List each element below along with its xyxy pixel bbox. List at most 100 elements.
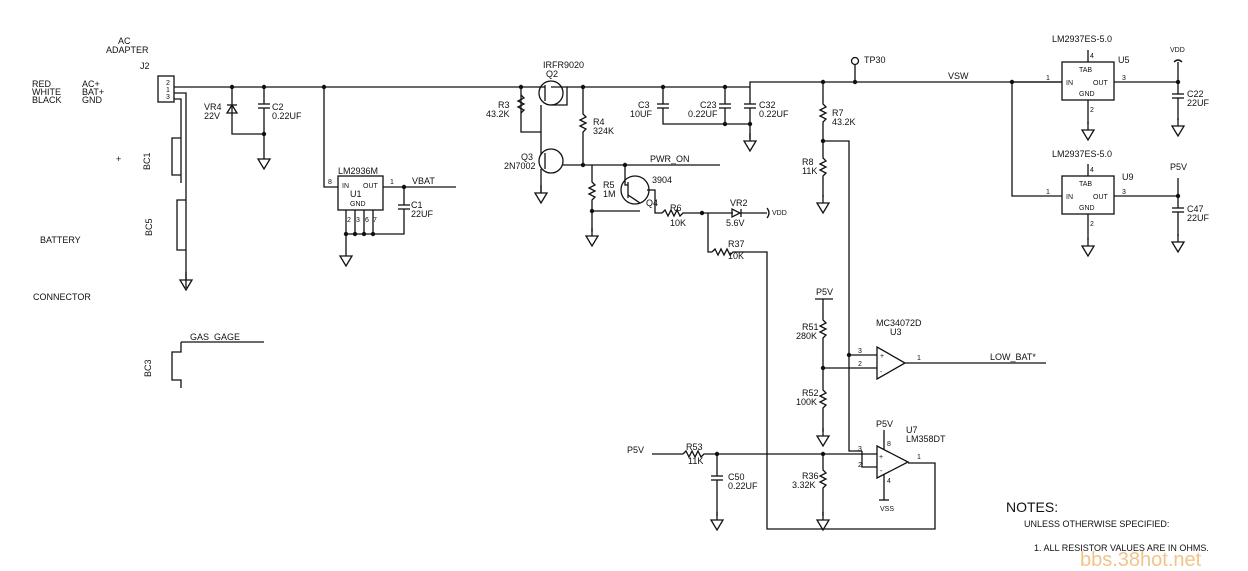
r53-value: 11K xyxy=(688,456,703,466)
capacitor-c23 xyxy=(719,87,731,124)
r53-ref: R53 xyxy=(686,442,703,452)
c22-ref: C22 xyxy=(1187,89,1204,99)
u7-ref: U7 xyxy=(906,425,918,435)
battery-contact-bc3 xyxy=(171,341,264,388)
capacitor-c32 xyxy=(744,87,756,139)
u1-pin-gnd-b: 3 xyxy=(356,217,360,224)
gas-gage-label: GAS_GAGE xyxy=(190,332,240,342)
u9-part: LM2937ES-5.0 xyxy=(1052,149,1112,159)
ground-symbol xyxy=(534,184,548,204)
c23-value: 0.22UF xyxy=(688,109,718,119)
r51-value: 280K xyxy=(796,331,817,341)
notes-title: NOTES: xyxy=(1006,499,1058,515)
u3-part: MC34072D xyxy=(876,318,922,328)
r52-ref: R52 xyxy=(802,388,819,398)
c1-value: 22UF xyxy=(411,209,434,219)
u7-minus-sign: - xyxy=(880,468,883,475)
c32-value: 0.22UF xyxy=(759,109,789,119)
vr2-value: 5.6V xyxy=(726,218,745,228)
u1-in-label: IN xyxy=(342,183,349,190)
bc3-ref: BC3 xyxy=(143,359,153,377)
c22-value: 22UF xyxy=(1187,98,1210,108)
r8-ref: R8 xyxy=(802,157,814,167)
vdd-label: VDD xyxy=(772,210,787,217)
c50-ref: C50 xyxy=(728,472,745,482)
battery-label: BATTERY xyxy=(40,235,81,245)
u9-out-label: OUT xyxy=(1093,194,1109,201)
mosfet-q2 xyxy=(535,80,568,106)
bat-plus-label: BAT+ xyxy=(82,87,104,97)
regulator-u5 xyxy=(1061,50,1178,124)
u1-pin-gnd-a: 2 xyxy=(347,217,351,224)
u7-pin-minus: 2 xyxy=(858,462,862,469)
capacitor-c50 xyxy=(711,454,723,516)
vsw-label: VSW xyxy=(948,71,969,81)
capacitor-c47 xyxy=(1172,196,1184,236)
wire-white-label: WHITE xyxy=(32,87,61,97)
u9-gnd-label: GND xyxy=(1079,205,1095,212)
tp30-label: TP30 xyxy=(864,55,886,65)
c3-value: 10UF xyxy=(630,109,653,119)
u7-pin-plus: 3 xyxy=(858,446,862,453)
r7-value: 43.2K xyxy=(832,117,856,127)
u7-part: LM358DT xyxy=(906,434,946,444)
r36-value: 3.32K xyxy=(792,480,816,490)
u5-gnd-label: GND xyxy=(1079,91,1095,98)
battery-contact-bc5 xyxy=(176,199,186,251)
resistor-r37 xyxy=(711,247,936,530)
opamp-u7 xyxy=(861,430,910,500)
q2-part: IRFR9020 xyxy=(543,60,584,70)
resistor-r4 xyxy=(578,87,588,147)
ground-symbol xyxy=(585,227,599,247)
r3-ref: R3 xyxy=(498,100,510,110)
u3-pin-plus: 3 xyxy=(858,348,862,355)
r6-value: 10K xyxy=(670,218,686,228)
u9-pin-tab: 4 xyxy=(1090,167,1094,174)
capacitor-c22 xyxy=(1172,82,1184,120)
ac-plus-label: AC+ xyxy=(82,79,100,89)
ground-symbol xyxy=(816,427,830,447)
watermark: bbs.38hot.net xyxy=(1080,549,1202,571)
r5-ref: R5 xyxy=(603,180,615,190)
ground-symbol xyxy=(1081,237,1095,257)
vss-label: VSS xyxy=(880,506,894,513)
vr4-ref: VR4 xyxy=(204,102,222,112)
u1-gnd-label: GND xyxy=(350,201,366,208)
u9-pin-gnd: 2 xyxy=(1090,221,1094,228)
u7-plus-sign: + xyxy=(879,454,883,461)
ground-symbol xyxy=(1171,233,1185,253)
u3-pin-out: 1 xyxy=(917,355,921,362)
bc1-ref: BC1 xyxy=(142,152,152,170)
ground-symbol xyxy=(1081,121,1095,141)
battery-contact-bc1 xyxy=(171,122,182,183)
resistor-r8 xyxy=(818,141,828,197)
ground-symbol xyxy=(816,194,830,214)
j2-pin2: 2 xyxy=(166,80,170,87)
u7-p5v-label: P5V xyxy=(876,419,893,429)
c1-ref: C1 xyxy=(411,200,423,210)
u5-pin-tab: 4 xyxy=(1090,53,1094,60)
c32-ref: C32 xyxy=(759,100,776,110)
c47-ref: C47 xyxy=(1187,204,1204,214)
low-bat-label: LOW_BAT* xyxy=(990,352,1036,362)
notes-line2: 1. ALL RESISTOR VALUES ARE IN OHMS. xyxy=(1034,543,1209,553)
u1-ref: U1 xyxy=(350,189,362,199)
c3-ref: C3 xyxy=(638,100,650,110)
c50-value: 0.22UF xyxy=(728,481,758,491)
r4-value: 324K xyxy=(593,126,614,136)
resistor-r5 xyxy=(587,165,597,232)
c47-value: 22UF xyxy=(1187,213,1210,223)
bc5-ref: BC5 xyxy=(144,218,154,236)
resistor-r53 xyxy=(682,449,877,459)
r36-ref: R36 xyxy=(802,471,819,481)
q4-ref: Q4 xyxy=(646,198,658,208)
u1-pin-out: 1 xyxy=(390,179,394,186)
ground-symbol xyxy=(710,511,724,531)
resistor-r3 xyxy=(516,94,526,114)
resistor-r6 xyxy=(661,208,700,218)
transistor-q4 xyxy=(592,165,662,214)
u1-out-label: OUT xyxy=(363,183,379,190)
u5-in-label: IN xyxy=(1066,80,1073,87)
r37-value: 10K xyxy=(728,251,744,261)
u5-tab-label: TAB xyxy=(1079,67,1092,74)
